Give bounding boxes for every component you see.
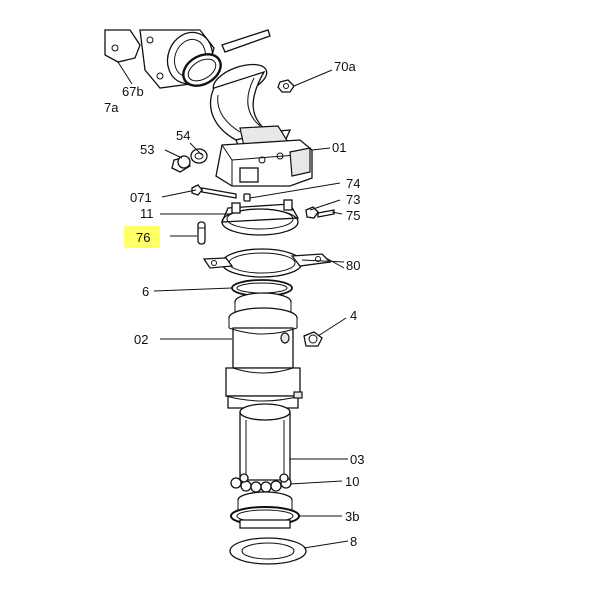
callout-75: 75 <box>346 208 360 223</box>
callout-3b: 3b <box>345 509 359 524</box>
pin-76 <box>197 221 206 245</box>
callout-01: 01 <box>332 140 346 155</box>
callout-74: 74 <box>346 176 360 191</box>
screw-73 <box>305 206 319 219</box>
bolt-071 <box>191 184 237 199</box>
callout-labels: 70a 67b 7a 54 53 01 071 74 11 73 75 76 8… <box>104 59 364 549</box>
support-frame-80 <box>202 248 332 278</box>
callout-10: 10 <box>345 474 359 489</box>
elbow-pipe <box>209 63 292 151</box>
cylinder-body-02 <box>225 292 303 409</box>
collar-3b <box>230 491 300 529</box>
callout-7a: 7a <box>104 100 119 115</box>
base-ring-8 <box>229 537 307 565</box>
elbow-flange-assembly <box>104 29 271 89</box>
tube-03 <box>239 403 291 481</box>
fitting-4 <box>303 331 323 347</box>
plug-53 <box>171 155 191 173</box>
callout-03: 03 <box>350 452 364 467</box>
callout-highlight <box>124 226 160 248</box>
callout-6: 6 <box>142 284 149 299</box>
callout-02: 02 <box>134 332 148 347</box>
callout-54: 54 <box>176 128 190 143</box>
pump-head-housing <box>215 139 313 187</box>
callout-80: 80 <box>346 258 360 273</box>
screw-75 <box>317 209 335 218</box>
clamp-ring-11 <box>220 199 300 236</box>
callout-67b: 67b <box>122 84 144 99</box>
callout-4: 4 <box>350 308 357 323</box>
washer-54 <box>190 148 208 164</box>
bead-ring-10 <box>230 473 292 493</box>
callout-53: 53 <box>140 142 154 157</box>
leader-lines <box>117 61 349 549</box>
callout-071: 071 <box>130 190 152 205</box>
callout-11: 11 <box>140 206 154 221</box>
nut-70a <box>277 79 295 93</box>
callout-8: 8 <box>350 534 357 549</box>
callout-73: 73 <box>346 192 360 207</box>
callout-76: 76 <box>136 230 150 245</box>
pin-74 <box>243 193 251 202</box>
callout-70a: 70a <box>334 59 356 74</box>
